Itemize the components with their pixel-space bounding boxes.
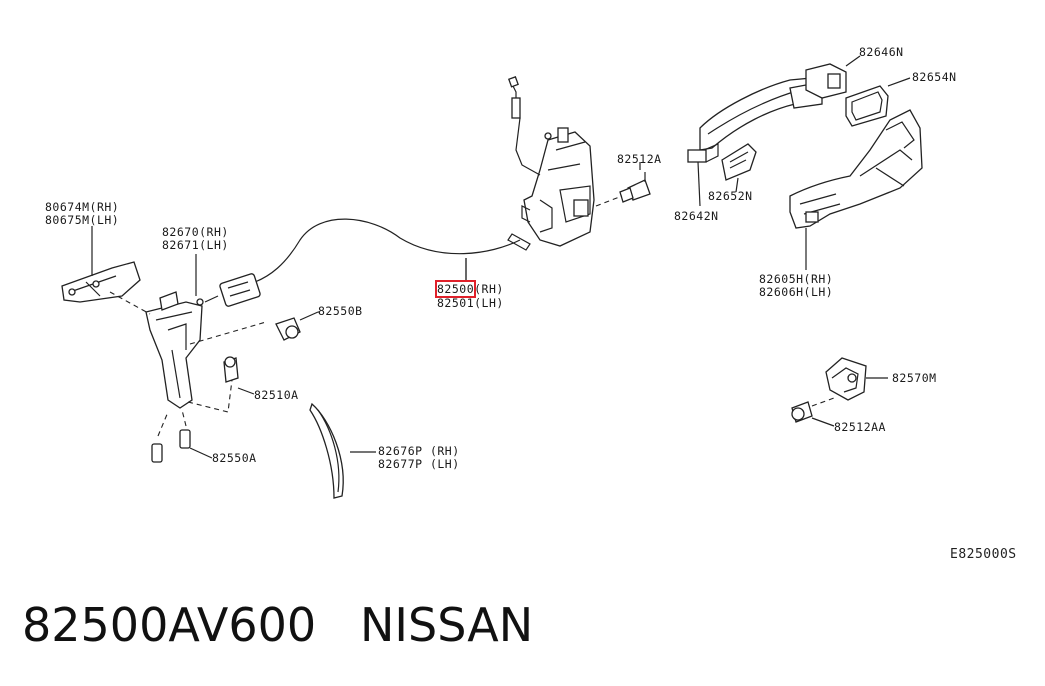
curved-cover-82676p[interactable]	[309, 402, 376, 499]
label-82646n: 82646N	[859, 45, 904, 59]
clip-82550a[interactable]	[151, 429, 213, 463]
screw-82510a[interactable]	[223, 356, 255, 395]
label-82550b: 82550B	[318, 304, 363, 318]
label-82500: 82500(RH)	[434, 280, 504, 298]
label-82570m: 82570M	[892, 371, 937, 385]
door-striker[interactable]	[825, 357, 888, 401]
label-82652n: 82652N	[708, 189, 753, 203]
label-82512aa: 82512AA	[834, 420, 886, 434]
label-82676p: 82676P (RH)	[378, 444, 460, 458]
screw-82512aa[interactable]	[791, 397, 835, 427]
actuator-rod	[507, 76, 552, 176]
lock-cable	[204, 218, 531, 307]
brand-name: NISSAN	[360, 598, 534, 652]
label-82500-side: (RH)	[474, 282, 504, 296]
label-82642n: 82642N	[674, 209, 719, 223]
handle-bracket[interactable]	[789, 109, 923, 270]
inside-handle-lever[interactable]	[145, 254, 204, 409]
label-80674m: 80674M(RH)	[45, 200, 120, 214]
label-82510a: 82510A	[254, 388, 299, 402]
label-82654n: 82654N	[912, 70, 957, 84]
label-82550a: 82550A	[212, 451, 257, 465]
diagram-code: E825000S	[950, 547, 1017, 562]
door-lock-actuator[interactable]	[521, 127, 595, 247]
outside-handle[interactable]	[687, 77, 823, 207]
escutcheon-82652n[interactable]	[721, 143, 757, 193]
dashed-leaders	[109, 291, 267, 437]
handle-insert-82646n[interactable]	[805, 55, 861, 99]
highlighted-part-number[interactable]: 82500	[434, 280, 477, 298]
label-82606h: 82606H(LH)	[759, 285, 834, 299]
inside-handle-bracket[interactable]	[61, 226, 141, 303]
label-82512a: 82512A	[617, 152, 662, 166]
label-82677p: 82677P (LH)	[378, 457, 460, 471]
label-82671: 82671(LH)	[162, 238, 229, 252]
title-spacer	[316, 598, 360, 652]
part-number: 82500AV600	[22, 598, 317, 652]
label-leaders	[318, 162, 641, 313]
screw-82550b[interactable]	[275, 311, 319, 341]
screw-82512a[interactable]	[595, 172, 651, 207]
footer-title: 82500AV600 NISSAN	[22, 598, 533, 652]
label-82670: 82670(RH)	[162, 225, 229, 239]
label-80675m: 80675M(LH)	[45, 213, 120, 227]
label-82501: 82501(LH)	[437, 296, 504, 310]
label-82605h: 82605H(RH)	[759, 272, 834, 286]
gasket-82654n[interactable]	[845, 77, 911, 127]
